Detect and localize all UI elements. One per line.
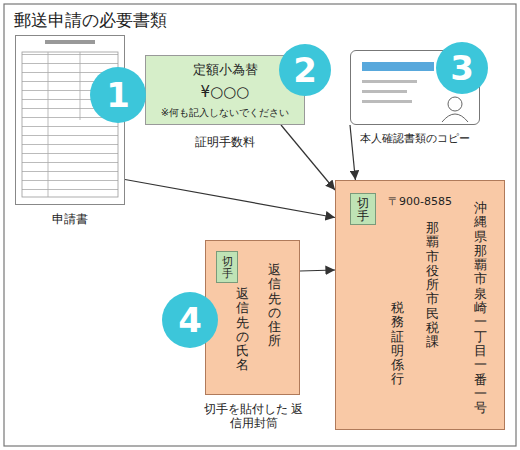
money-order-note: ※何も記入しないでください	[161, 107, 289, 119]
item-caption: 切手を貼付した 返信用封筒	[200, 402, 307, 431]
outer-frame	[4, 4, 516, 446]
postage-stamp: 切手	[216, 251, 238, 283]
card-line	[362, 80, 417, 83]
postage-stamp: 切手	[350, 193, 376, 225]
money-order-amount: ¥○○○	[201, 83, 250, 101]
item-caption: 本人確認書類のコピー	[360, 132, 470, 145]
form-column	[80, 52, 81, 120]
item-caption: 証明手数料	[195, 135, 255, 149]
card-stripe	[362, 62, 434, 71]
card-photo-body	[442, 114, 468, 122]
envelope-name-text: 那覇市役所市民税課	[426, 221, 439, 350]
callout-number: 3	[436, 42, 488, 94]
mailing-envelope: 〒900-8585 沖縄県那覇市泉崎一丁目一番一号 那覇市役所市民税課税務証明係 行…	[335, 180, 505, 430]
envelope-name-text: 税務証明係 行	[391, 301, 404, 387]
arrow-connector	[281, 125, 335, 190]
return-envelope: 返信先の住所返信先の氏名切手を貼付した 返信用封筒切手	[205, 240, 300, 395]
callout-number: 1	[90, 67, 146, 123]
card-line	[362, 90, 407, 93]
envelope-address-text: 沖縄県那覇市泉崎一丁目一番一号	[474, 201, 487, 415]
callout-number: 2	[279, 44, 331, 96]
arrow-connector	[300, 270, 335, 271]
form-heading	[45, 40, 95, 44]
item-caption: 申請書	[52, 212, 88, 226]
postal-code: 〒900-8585	[388, 195, 452, 208]
stamp-text: 切手	[222, 256, 233, 280]
arrow-connector	[125, 180, 335, 218]
money-order-title: 定額小為替	[193, 62, 258, 78]
stamp-text: 切手	[357, 197, 369, 223]
envelope-name-text: 返信先の氏名	[236, 287, 249, 373]
card-photo-head	[448, 97, 462, 111]
form-column	[48, 52, 49, 197]
callout-number: 4	[162, 292, 218, 348]
envelope-address-text: 返信先の住所	[268, 263, 281, 349]
arrow-connector	[350, 125, 355, 180]
card-line	[362, 100, 412, 103]
diagram-title: 郵送申請の必要書類	[14, 9, 167, 32]
